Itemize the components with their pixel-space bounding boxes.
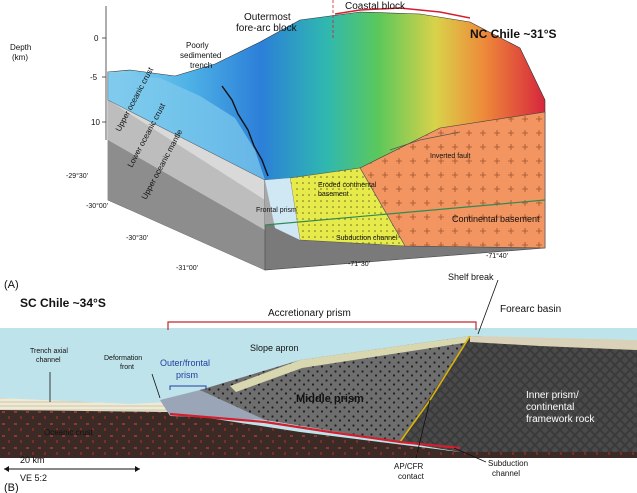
coastal-label: Coastal block [345, 1, 406, 12]
inner-label-1: Inner prism/ [526, 390, 579, 401]
depth-axis-title-line2: (km) [12, 53, 28, 62]
trench-label-2: sedimented [180, 51, 221, 60]
subduction-label: Subduction channel [336, 235, 398, 242]
lat-tick-4: -31°00' [176, 264, 198, 272]
trench-sediments [0, 398, 170, 412]
subduction-channel-line [264, 199, 546, 226]
outermost-label-1: Outermost [244, 12, 291, 23]
trench-label-3: trench [190, 61, 212, 70]
frontal-prism [265, 178, 300, 240]
inverted-fault-line [389, 131, 461, 151]
slope-apron [230, 336, 470, 392]
oceanic-label: Oceanic crust [44, 428, 94, 437]
trench-label-1: Poorly [186, 41, 209, 50]
depth-tick-5: -5 [90, 73, 98, 82]
inverted-label: Inverted fault [430, 153, 471, 160]
lat-tick-2: -30°00' [86, 202, 108, 210]
apcfr-label-2: contact [398, 472, 425, 481]
subduction-channel-b [169, 412, 461, 450]
accretionary-bracket [167, 321, 477, 330]
lat-tick-1: -29°30' [66, 172, 88, 180]
scale-label: 20 km [20, 455, 45, 465]
deformation-arrow [151, 373, 161, 399]
trench-line [221, 85, 269, 177]
depth-tick-10: 10 [91, 118, 100, 127]
lower-crust-face [108, 100, 265, 230]
slope-label: Slope apron [250, 343, 299, 353]
outermost-label-2: fore-arc block [236, 23, 298, 34]
outer-label-1: Outer/frontal [160, 358, 210, 368]
inner-prism [400, 336, 637, 452]
lat-tick-3: -30°30' [126, 234, 148, 242]
eroded-label-1: Eroded continental [318, 182, 377, 189]
subduction-b-label-1: Subduction [488, 459, 528, 468]
oceanic-crust [0, 410, 637, 458]
inner-label-3: framework rock [526, 414, 595, 425]
frontal-label: Frontal prism [256, 207, 297, 214]
depth-axis-title-line1: Depth [10, 43, 31, 52]
accretionary-label: Accretionary prism [268, 308, 351, 319]
eroded-label-2: basement [318, 191, 349, 198]
shelf-arrow [477, 279, 499, 335]
subduction-b-label-2: channel [492, 469, 520, 478]
deformation-label-1: Deformation [104, 355, 142, 362]
lon-tick-1: -71°30' [348, 260, 370, 268]
coastline [334, 7, 471, 19]
ocean-floor-surface [108, 72, 265, 180]
outer-prism-bracket [169, 385, 207, 390]
continental-label: Continental basement [452, 214, 540, 224]
inner-label-2: continental [526, 402, 574, 413]
apcfr-arrow [415, 399, 431, 459]
trench-b-label-2: channel [36, 357, 61, 364]
lon-tick-2: -71°40' [486, 252, 508, 260]
panel-b-title: SC Chile ~34°S [20, 296, 106, 310]
ve-label: VE 5:2 [20, 473, 47, 483]
mantle-face [108, 140, 265, 270]
depth-tick-0: 0 [94, 34, 99, 43]
deformation-label-2: front [120, 364, 134, 371]
trench-b-label-1: Trench axial [30, 348, 68, 355]
panel-a-label: (A) [4, 279, 19, 291]
apcfr-label-1: AP/CFR [394, 462, 424, 471]
panel-a-title: NC Chile ~31°S [470, 27, 557, 41]
outer-label-2: prism [176, 370, 198, 380]
forearc-label: Forearc basin [500, 304, 561, 315]
middle-label: Middle prism [296, 393, 364, 405]
shelf-label: Shelf break [448, 272, 494, 282]
subduction-arrow [453, 447, 487, 463]
panel-b-label: (B) [4, 482, 19, 493]
forearc-basin-sediments [470, 336, 637, 350]
middle-prism [200, 336, 470, 442]
